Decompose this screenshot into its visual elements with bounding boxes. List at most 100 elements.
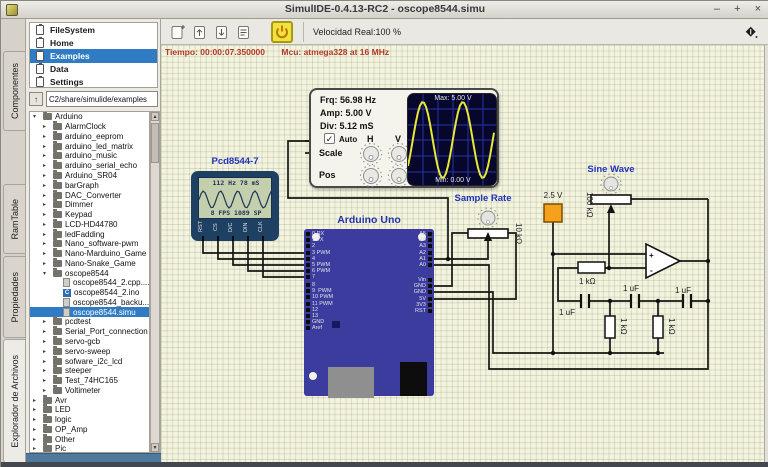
tree-item[interactable]: ▸Other (30, 433, 149, 444)
tree-item[interactable]: ▸arduino_music (30, 150, 149, 161)
pin-row[interactable]: 5 PWM (306, 262, 330, 268)
resistor-vertical-2[interactable] (652, 315, 664, 339)
pin-row[interactable]: 1 TX (306, 237, 330, 243)
pin-row[interactable]: 8 (306, 282, 333, 288)
tree-item[interactable]: ▸Voltimeter (30, 384, 149, 395)
pin-row[interactable]: A4 (392, 237, 432, 243)
tree-item[interactable]: ▸pcdtest (30, 316, 149, 327)
expander-icon[interactable]: ▸ (43, 202, 47, 209)
expander-icon[interactable]: ▸ (43, 241, 47, 248)
tree-item[interactable]: ▾oscope8544 (30, 267, 149, 278)
circuit-canvas[interactable]: Tiempo: 00:00:07.350000 Mcu: atmega328 a… (161, 45, 768, 462)
horizontal-scrollbar[interactable] (26, 453, 161, 462)
tab-ramtable[interactable]: RamTable (3, 184, 25, 254)
tab-explorador-de-archivos[interactable]: Explorador de Archivos (3, 339, 25, 463)
sample-rate-potentiometer[interactable] (467, 207, 509, 241)
expander-icon[interactable]: ▸ (43, 338, 47, 345)
expander-icon[interactable]: ▸ (43, 260, 47, 267)
canvas-scrollbar[interactable] (764, 45, 768, 462)
expander-icon[interactable]: ▸ (43, 192, 47, 199)
tree-item[interactable]: ▸Nano-Snake_Game (30, 257, 149, 268)
pin-row[interactable]: 0 RX (306, 231, 330, 237)
tree-item[interactable]: ▸arduino_eeprom (30, 130, 149, 142)
expander-icon[interactable]: ▸ (43, 231, 47, 238)
place-item-settings[interactable]: Settings (30, 76, 157, 87)
lcd-pin[interactable] (217, 236, 219, 241)
expander-icon[interactable]: ▸ (33, 426, 37, 433)
tree-item[interactable]: ▸barGraph (30, 179, 149, 190)
tree-item[interactable]: ▸Arduino_SR04 (30, 169, 149, 181)
maximize-button[interactable]: + (734, 3, 741, 15)
pin-row[interactable]: 9 PWM (306, 288, 333, 294)
scale-h-knob[interactable] (358, 141, 384, 167)
tree-item[interactable]: ▸Nano-Marduino_Game (30, 248, 149, 259)
tree-item[interactable]: ▸ledFadding (30, 228, 149, 239)
expander-icon[interactable]: ▸ (43, 378, 47, 385)
expander-icon[interactable]: ▸ (43, 182, 47, 189)
pin-row[interactable]: GND (306, 319, 333, 325)
place-item-filesystem[interactable]: FileSystem (30, 23, 157, 36)
tree-item[interactable]: ▸LED (30, 404, 149, 415)
expander-icon[interactable]: ▸ (43, 358, 47, 365)
expander-icon[interactable]: ▾ (33, 114, 37, 121)
lcd-pin[interactable] (247, 236, 249, 241)
expander-icon[interactable]: ▸ (33, 417, 37, 424)
tab-propiedades[interactable]: Propiedades (3, 256, 25, 338)
open-circuit-icon[interactable] (191, 23, 209, 41)
tree-item[interactable]: ▸arduino_serial_echo (30, 160, 149, 171)
pin-row[interactable]: 2 (306, 243, 330, 249)
pin-row[interactable]: 12 (306, 307, 333, 313)
close-button[interactable]: × (754, 3, 761, 15)
tree-item[interactable]: ▸logic (30, 414, 149, 425)
pin-row[interactable]: 6 PWM (306, 268, 330, 274)
op-amp[interactable]: + - (645, 242, 682, 280)
resistor-feedback[interactable] (577, 261, 606, 274)
tree-item[interactable]: ▸LCD-HD44780 (30, 218, 149, 229)
save-as-icon[interactable] (235, 23, 253, 41)
tree-item[interactable]: ▸servo-sweep (30, 345, 149, 356)
pin-row[interactable]: GND (392, 289, 432, 295)
tree-item[interactable]: ▸DAC_Converter (30, 189, 149, 200)
tree-item[interactable]: ▸Avr (30, 394, 149, 405)
pin-row[interactable]: 11 PWM (306, 301, 333, 307)
voltage-source-2v5[interactable] (543, 203, 563, 223)
tree-item[interactable]: ▸steeper (30, 365, 149, 376)
save-circuit-icon[interactable] (213, 23, 231, 41)
scroll-up-icon[interactable]: ▲ (151, 112, 159, 121)
pin-row[interactable]: Vin (392, 277, 432, 283)
expander-icon[interactable]: ▾ (43, 270, 47, 277)
place-item-home[interactable]: Home (30, 36, 157, 49)
lcd-pin[interactable] (202, 236, 204, 241)
auto-checkbox[interactable]: ✓ (324, 133, 335, 144)
pin-row[interactable]: A3 (392, 243, 432, 249)
tree-item[interactable]: ▸Pic (30, 443, 149, 452)
tree-item[interactable]: ▸AlarmClock (30, 121, 149, 132)
tree-item[interactable]: oscope8544.simu (30, 307, 149, 318)
expander-icon[interactable]: ▸ (33, 436, 37, 443)
place-item-examples[interactable]: Examples (30, 49, 157, 63)
pin-row[interactable]: A5 (392, 231, 432, 237)
pin-row[interactable]: A2 (392, 250, 432, 256)
path-input[interactable] (46, 91, 158, 107)
sine-wave-potentiometer[interactable] (590, 173, 632, 213)
tree-item[interactable]: ▸Test_74HC165 (30, 375, 149, 386)
expander-icon[interactable]: ▸ (43, 368, 47, 375)
expander-icon[interactable]: ▸ (43, 172, 47, 179)
expander-icon[interactable]: ▸ (43, 251, 47, 258)
expander-icon[interactable]: ▸ (43, 348, 47, 355)
expander-icon[interactable]: ▸ (33, 407, 37, 414)
tree-item[interactable]: ▸sofware_i2c_lcd (30, 355, 149, 366)
capacitors[interactable] (579, 294, 693, 308)
tab-componentes[interactable]: Componentes (3, 51, 25, 131)
expander-icon[interactable]: ▸ (43, 212, 47, 219)
pin-row[interactable]: A0 (392, 262, 432, 268)
minimize-button[interactable]: – (713, 3, 720, 15)
expander-icon[interactable]: ▸ (43, 319, 47, 326)
power-button[interactable] (271, 21, 293, 43)
tree-item[interactable]: ▸Nano_software-pwm (30, 238, 149, 249)
expander-icon[interactable]: ▸ (43, 163, 47, 170)
expander-icon[interactable]: ▸ (43, 133, 47, 140)
oscilloscope-panel[interactable]: Frq: 56.98 Hz Amp: 5.00 V Div: 5.12 mS ✓… (309, 88, 499, 188)
